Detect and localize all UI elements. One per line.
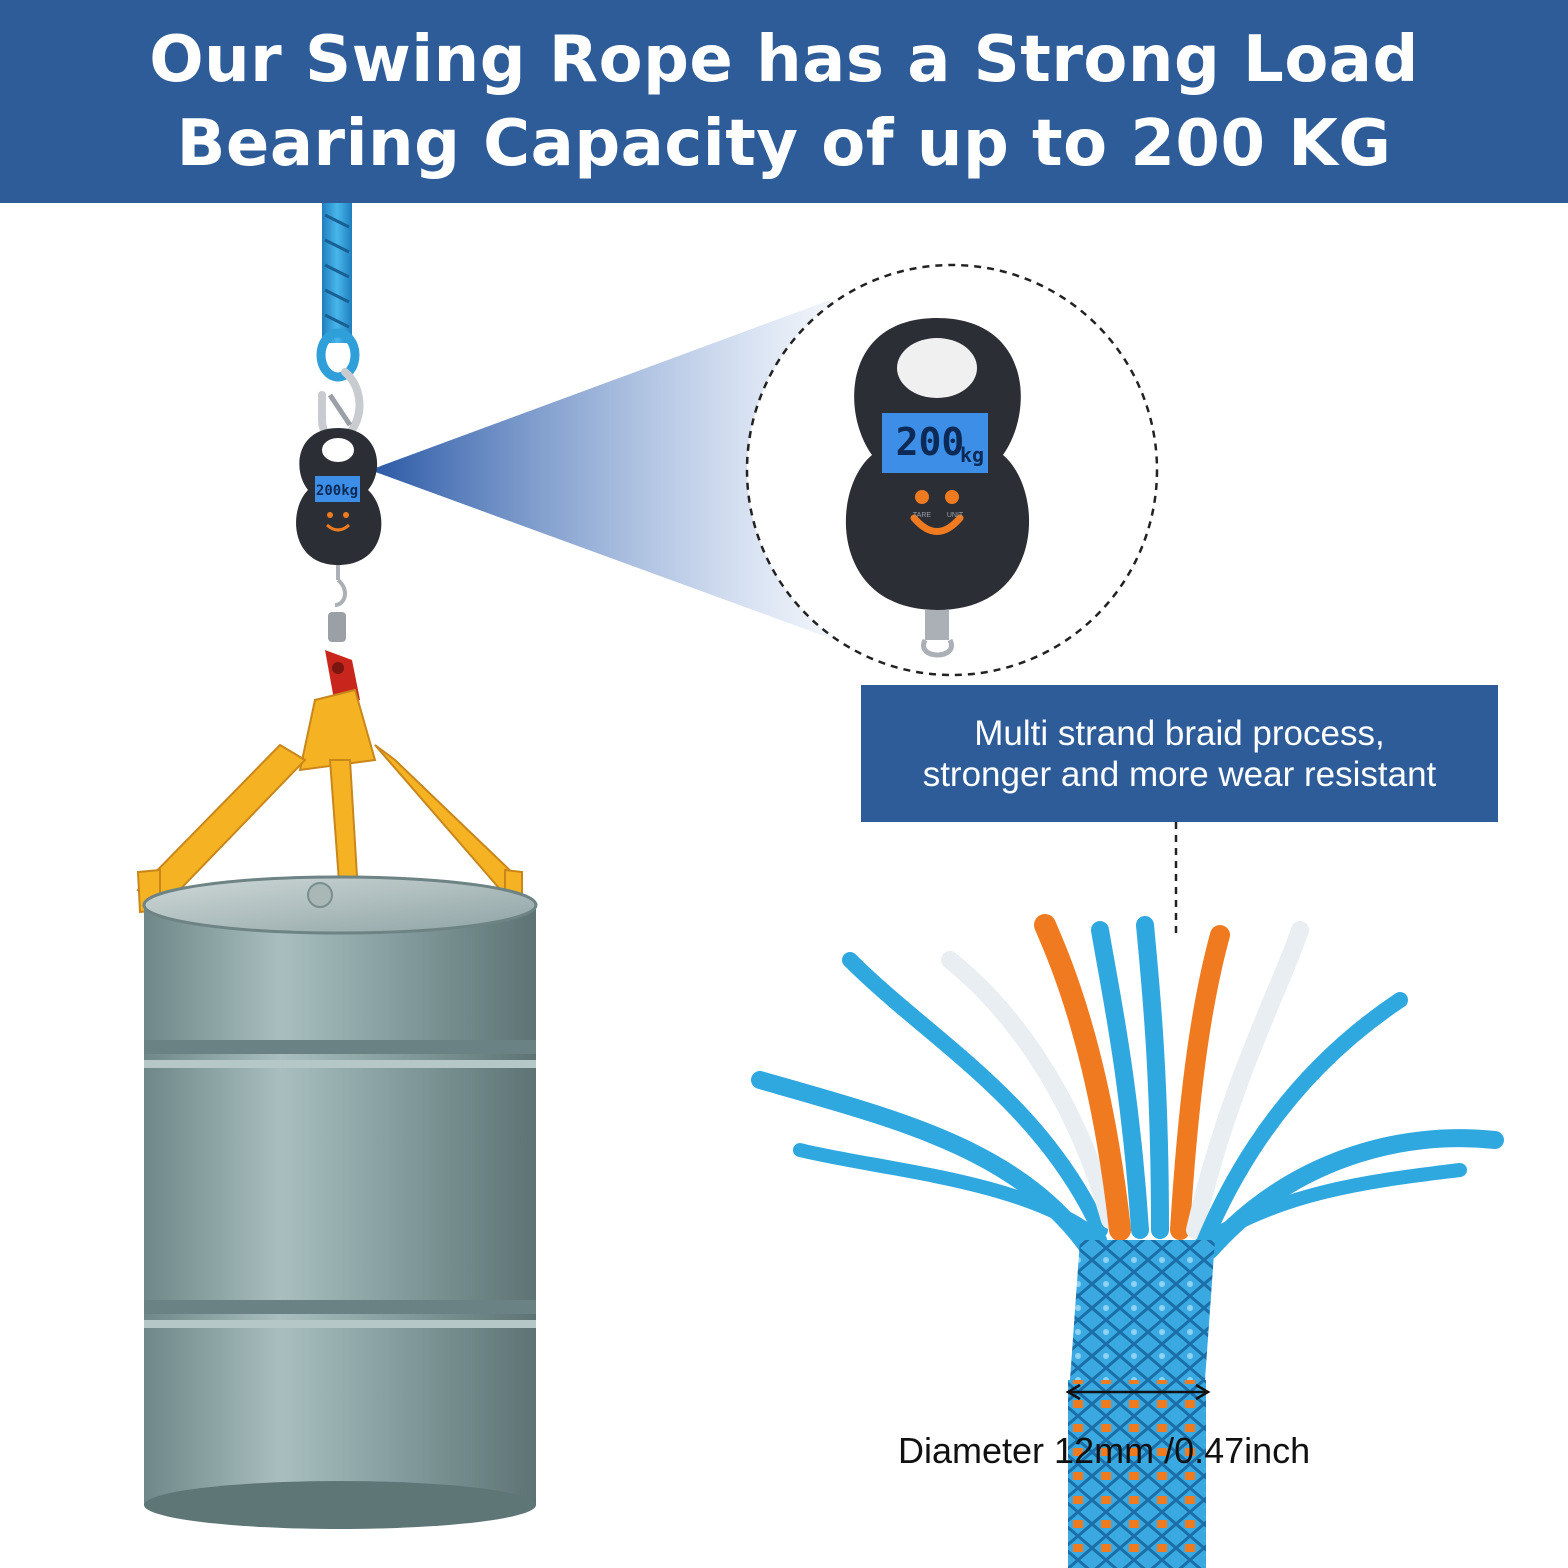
steel-drum [142,875,538,1529]
scale-unit-label: UNIT [947,512,964,519]
callout-line-2: stronger and more wear resistant [922,754,1437,794]
callout-line-1: Multi strand braid process, [974,713,1385,753]
scale-display-value: 200 [896,420,965,464]
diameter-indicator [1065,1383,1211,1401]
scale-display-unit: kg [960,443,984,467]
title-line-2: Bearing Capacity of up to 200 KG [176,106,1392,181]
braided-rope [1068,1240,1215,1568]
zoom-beam [370,300,835,640]
small-scale: 200kg [296,428,382,607]
hanging-rope [316,203,360,382]
large-scale [845,318,1030,658]
page-title: Our Swing Rope has a Strong Load Bearing… [149,18,1419,186]
diameter-label: Diameter 12mm /0.47inch [898,1430,1311,1471]
scale-tare-label: TARE [913,512,931,519]
frayed-rope-strands [751,914,1504,1259]
title-line-1: Our Swing Rope has a Strong Load [149,22,1419,97]
title-banner: Our Swing Rope has a Strong Load Bearing… [0,0,1568,203]
braid-callout: Multi strand braid process, stronger and… [861,685,1498,822]
svg-text:200kg: 200kg [316,483,358,499]
